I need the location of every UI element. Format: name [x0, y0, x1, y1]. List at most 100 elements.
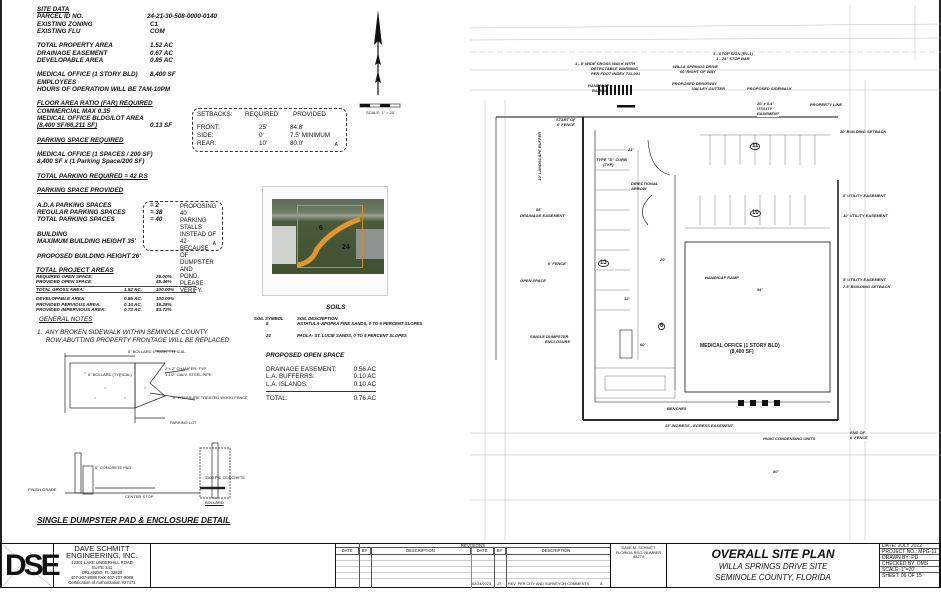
blank-panel — [150, 543, 335, 588]
general-notes-title: GENERAL NOTES — [39, 316, 93, 323]
seal-line: 48274 — [633, 554, 644, 560]
note-item: 1. ANY BROKEN SIDEWALK WITHIN SEMINOLE C… — [37, 329, 208, 337]
site-plan-label-benches: BENCHES — [667, 406, 687, 411]
site-plan-label-ingress: 15' INGRESS - EGRESS EASEMENT — [665, 423, 734, 428]
site-plan-label-stopbar: 1 - 24" STOP BAR — [716, 56, 750, 61]
site-plan-label-stop: 1 - STOP SIGN (R1-1) — [713, 51, 753, 56]
site-data-label — [37, 129, 150, 136]
setback-label: REAR: — [197, 140, 217, 147]
detail-note: 6" CONCRETE PAD — [95, 465, 132, 470]
setback-required: 10' — [259, 140, 268, 147]
setback-required: 0' — [259, 132, 264, 139]
open-space-value: 0.10 AC — [353, 373, 376, 380]
site-data-row: 8,400 SF x (1 Parking Space/200 SF) — [37, 158, 217, 165]
site-data-row — [37, 224, 217, 231]
parking-note-cloud: PROPOSING 40 PARKING STALLS INSTEAD OF 4… — [143, 201, 223, 294]
seal-line: DAVE M. SCHMITT — [621, 545, 656, 550]
detail-note: CENTER STOP — [125, 494, 154, 499]
project-area-row: PROVIDED IMPERVIOUS AREA:0.72 AC.83.72% — [36, 307, 196, 312]
sheet-title: OVERALL SITE PLAN WILLA SPRINGS DRIVE SI… — [666, 543, 879, 588]
site-data-row — [37, 64, 217, 71]
setback-provided: 7.5' MINIMUM — [290, 132, 331, 139]
soil-map: 6 24 — [262, 186, 388, 296]
site-plan-label-dir2: ARROW — [631, 186, 647, 191]
setback-provided: 80.0' — [290, 140, 304, 147]
site-plan-label-dim85: 85' — [536, 207, 542, 212]
rev-date-header: DATE — [471, 548, 494, 554]
site-plan-label-sidewalk: PROPOSED SIDEWALK — [747, 86, 792, 92]
site-plan-label-util3: EASEMENT — [757, 111, 780, 117]
site-data-row: (8,400 SF/66,211 SF)0.13 SF — [37, 122, 217, 129]
address-line: ORLANDO, FL 32828 — [81, 570, 123, 575]
site-data-label: MAXIMUM BUILDING HEIGHT 35' — [37, 238, 136, 245]
site-data-row: SITE DATA — [37, 6, 217, 13]
project-area-row: TOTAL GROSS AREA:1.52 AC.100.00% — [36, 285, 196, 294]
rev-date: 02/24/2023 — [472, 582, 492, 586]
detail-note: 6" BOLLARD 4' HIGH. TYPICAL — [128, 349, 186, 354]
company-name: ENGINEERING, INC. — [66, 551, 138, 560]
info-date: DATE: JULY 2022 — [880, 543, 939, 549]
seal-line: FLORIDA REG. NUMBER — [615, 549, 662, 555]
site-data-row: PARKING SPACE REQUIRED — [37, 137, 217, 144]
site-plan-label-curb: TYPE "D" CURB — [596, 157, 627, 162]
detail-note: 2"x 2" CHAMFER, TYP. — [165, 366, 207, 371]
project-area-cell: DEVELOPABLE AREA: — [36, 296, 86, 302]
site-data-label — [37, 144, 150, 151]
open-space-value: 0.56 AC — [353, 365, 376, 373]
site-data-label: DRAINAGE EASEMENT — [37, 49, 108, 57]
site-data-label: TOTAL PROPERTY AREA — [37, 42, 113, 50]
project-area-cell: 25.00% — [156, 274, 172, 279]
company-info: DAVE SCHMITT ENGINEERING, INC. 12301 LAK… — [53, 543, 150, 588]
site-data-row — [37, 245, 217, 252]
site-plan-label-n10: 10 — [750, 210, 761, 217]
site-plan-drawing — [470, 5, 941, 540]
rev-by-header: BY — [359, 548, 371, 554]
soil-symbol-header: SOIL SYMBOL — [254, 316, 284, 321]
project-area-cell: REQUIRED OPEN SPACE: — [36, 274, 93, 279]
info-drawn-by: DRAWN BY: PD — [880, 555, 939, 561]
site-data-label: PROPOSED BUILDING HEIGHT 26' — [37, 252, 141, 260]
note-line: INSTEAD OF 42 — [180, 232, 217, 245]
note-line: BECAUSE OF — [180, 246, 209, 259]
site-data-label: MEDICAL OFFICE BLDG/LOT AREA — [37, 114, 144, 122]
project-area-cell: 83.72% — [156, 307, 172, 313]
open-space-title: PROPOSED OPEN SPACE — [266, 352, 345, 359]
rev-desc-header: DESCRIPTION — [371, 548, 471, 554]
site-data-label — [37, 166, 150, 173]
scale-label: SCALE: 1" = 20' — [366, 110, 395, 115]
project-area-row: PROVIDED OPEN SPACE:45.46% — [36, 279, 196, 284]
site-plan-label-setback: 7.5' BUILDING SETBACK — [843, 284, 891, 289]
site-plan-label-building1: MEDICAL OFFICE (1 STORY BLD) — [700, 343, 780, 349]
site-data-label — [37, 195, 150, 202]
site-data-row — [37, 35, 217, 42]
project-area-cell: 45.46% — [156, 279, 172, 285]
site-data-row: HOURS OF OPERATION WILL BE 7AM-10PM — [37, 86, 217, 93]
open-space-label: L.A. BUFFERRS: — [266, 373, 315, 380]
revision-triangle: A — [600, 582, 603, 586]
dumpster-detail-drawing — [64, 350, 231, 499]
setback-label: FRONT: — [197, 124, 220, 131]
rev-description: REV. PER CITY AND SURVEYOR COMMENTS — [508, 582, 590, 586]
site-data-label — [37, 93, 150, 100]
info-sheet: SHEET: 06 OF 15 — [882, 573, 922, 579]
site-plan-label-cross: 1 - 8' WIDE CROSS WALK WITH — [575, 61, 636, 66]
site-data-row: A.D.A PARKING SPACES= 2 — [37, 202, 217, 209]
site-data-row — [37, 166, 217, 173]
detail-note: 6" BOLLARD (TYPICAL) — [88, 372, 132, 377]
soil-description: PAOLA- ST. LUCIE SANDS, 0 TO 5 PERCENT S… — [297, 332, 407, 338]
project-area-row: REQUIRED OPEN SPACE: 25.00% — [36, 274, 196, 279]
note-line: DUMPSTER AND — [180, 260, 214, 273]
setback-required: 25' — [259, 124, 268, 131]
setback-provided: 84.8' — [290, 124, 304, 131]
site-data-row: PARKING SPACE PROVIDED — [37, 187, 217, 194]
site-data-label — [37, 180, 150, 187]
project-area-cell: PROVIDED IMPERVIOUS AREA: — [36, 307, 106, 313]
site-plan-label-ramps: RAMPS — [592, 88, 607, 93]
open-space-total-label: TOTAL: — [266, 395, 288, 402]
site-plan-label-dim12: 12' — [624, 296, 630, 301]
site-plan-label-cross3: PER FDOT INDEX 711-001 — [591, 71, 641, 76]
